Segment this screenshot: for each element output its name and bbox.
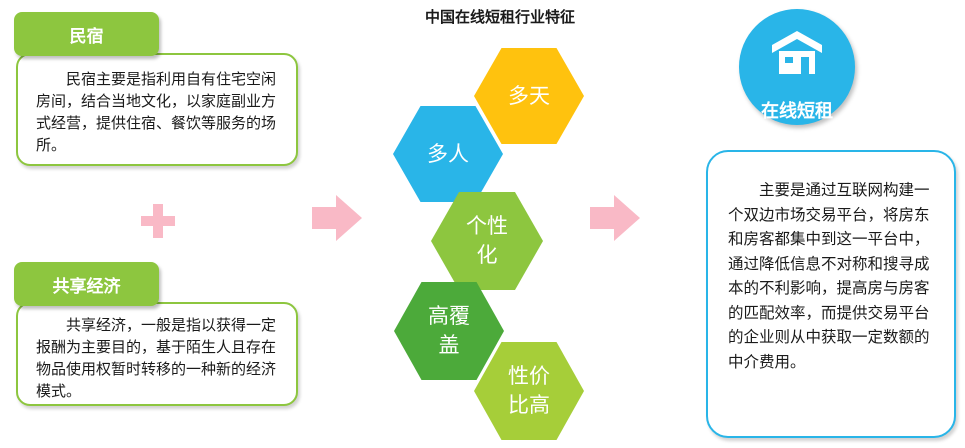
hexagon-duotian-label: 多天	[508, 83, 550, 108]
hexagon-duotian: 多天	[474, 48, 584, 144]
hexagon-gexinghua-label: 个性化	[466, 214, 508, 267]
sharing-economy-description: 共享经济，一般是指以获得一定报酬为主要目的，基于陌生人且存在物品使用权暂时转移的…	[16, 302, 298, 406]
arrow-right-icon	[590, 195, 640, 241]
hexagon-gaofugai-label: 高覆盖	[428, 304, 470, 357]
sharing-economy-tag: 共享经济	[14, 262, 159, 306]
center-title: 中国在线短租行业特征	[424, 8, 575, 26]
hexagon-duoren: 多人	[393, 106, 503, 202]
online-short-rental-label: 在线短租	[761, 101, 833, 122]
arrow-right-icon	[312, 195, 362, 241]
online-short-rental-description: 主要是通过互联网构建一个双边市场交易平台，将房东和房客都集中到这一平台中，通过降…	[706, 150, 956, 438]
hexagon-gexinghua: 个性化	[431, 192, 543, 290]
house-icon	[772, 31, 822, 74]
plus-icon	[141, 204, 175, 238]
hexagon-gaofugai: 高覆盖	[394, 282, 504, 380]
hexagon-xingjiabigao: 性价比高	[474, 342, 584, 440]
hexagon-duoren-label: 多人	[427, 141, 469, 166]
minsu-tag: 民宿	[14, 12, 159, 56]
minsu-description: 民宿主要是指利用自有住宅空闲房间，结合当地文化，以家庭副业方式经营，提供住宿、餐…	[16, 53, 298, 166]
hexagon-xingjiabigao-label: 性价比高	[508, 364, 550, 417]
online-short-rental-badge: 在线短租	[739, 9, 855, 125]
